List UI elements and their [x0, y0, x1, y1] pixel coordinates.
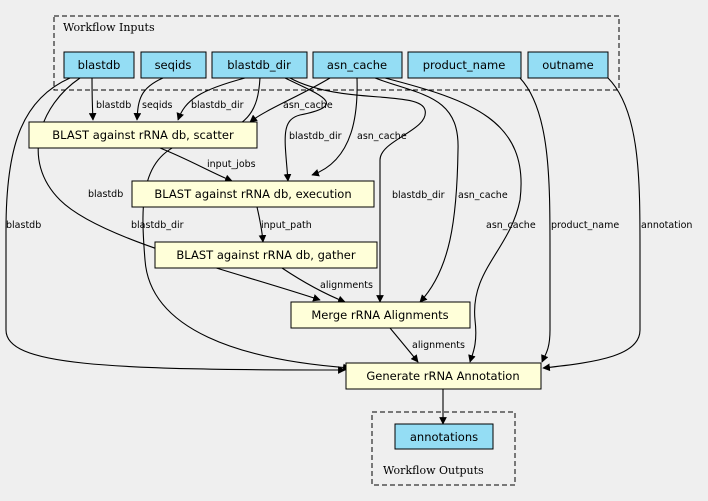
node-label: seqids: [155, 58, 192, 72]
step-node-blast-gather[interactable]: BLAST against rRNA db, gather: [154, 241, 378, 269]
node-label: blastdb: [78, 58, 121, 72]
edge-label-input-jobs: input_jobs: [207, 159, 256, 170]
input-node-product-name[interactable]: product_name: [407, 51, 522, 79]
node-label: Merge rRNA Alignments: [311, 308, 448, 322]
edge-label-asn-cache-4: asn_cache: [486, 220, 536, 231]
edge-label-asn-cache-3: asn_cache: [458, 190, 508, 201]
edge-outname-generate: [542, 77, 641, 372]
edge-label-product-name: product_name: [551, 220, 619, 231]
edge-label-blastdb-dir-3: blastdb_dir: [392, 190, 445, 201]
edge-label-blastdb-3: blastdb: [6, 220, 41, 231]
node-label: annotations: [410, 430, 478, 444]
edge-asncache-merge: [374, 77, 459, 303]
node-label: blastdb_dir: [227, 58, 291, 72]
edge-blastdb-merge: [37, 77, 321, 302]
edge-asncache-generate: [384, 77, 522, 363]
edge-asncache-scatter: [249, 77, 331, 123]
edge-label-blastdb-dir-4: blastdb_dir: [131, 220, 184, 231]
edge-label-asn-cache: asn_cache: [283, 100, 333, 111]
step-node-merge-alignments[interactable]: Merge rRNA Alignments: [290, 301, 471, 329]
edge-label-blastdb: blastdb: [96, 100, 131, 111]
node-label: asn_cache: [327, 58, 387, 72]
input-node-outname[interactable]: outname: [527, 51, 609, 79]
node-label: BLAST against rRNA db, execution: [154, 187, 351, 201]
workflow-inputs-cluster: Workflow Inputs: [53, 15, 620, 91]
edge-blastdbdir-execution: [283, 77, 327, 182]
edge-label-asn-cache-2: asn_cache: [357, 131, 407, 142]
node-label: BLAST against rRNA db, scatter: [52, 128, 234, 142]
edge-merge-generate: [389, 327, 419, 363]
node-label: Generate rRNA Annotation: [366, 369, 519, 383]
edges: [5, 77, 641, 425]
node-label: product_name: [423, 58, 506, 72]
edge-asncache-execution: [311, 77, 358, 177]
edge-label-alignments-2: alignments: [412, 340, 465, 351]
edge-label-annotation: annotation: [641, 220, 692, 231]
edge-seqids-scatter: [133, 77, 164, 121]
input-node-asn-cache[interactable]: asn_cache: [312, 51, 403, 79]
workflow-inputs-title: Workflow Inputs: [63, 21, 155, 34]
input-node-blastdb-dir[interactable]: blastdb_dir: [211, 51, 308, 79]
input-node-seqids[interactable]: seqids: [140, 51, 207, 79]
workflow-outputs-cluster: Workflow Outputs: [371, 411, 516, 486]
edge-label-input-path: input_path: [261, 220, 312, 231]
node-label: outname: [542, 58, 593, 72]
edge-label-blastdb-dir-2: blastdb_dir: [289, 131, 342, 142]
edge-productname-generate: [519, 77, 551, 363]
edge-blastdbdir-merge: [289, 77, 426, 303]
workflow-outputs-title: Workflow Outputs: [383, 464, 484, 477]
edge-blastdb-scatter: [88, 77, 97, 121]
edge-labels: blastdb seqids blastdb_dir asn_cache inp…: [6, 100, 692, 351]
input-node-blastdb[interactable]: blastdb: [63, 51, 135, 79]
step-node-generate-annotation[interactable]: Generate rRNA Annotation: [345, 362, 542, 390]
edge-blastdb-generate: [5, 77, 346, 374]
edge-gather-merge: [281, 267, 346, 303]
edge-label-alignments: alignments: [320, 280, 373, 291]
edge-label-seqids: seqids: [142, 100, 172, 111]
output-node-annotations[interactable]: annotations: [394, 423, 494, 450]
step-node-blast-scatter[interactable]: BLAST against rRNA db, scatter: [28, 121, 258, 149]
node-label: BLAST against rRNA db, gather: [176, 248, 355, 262]
edge-execution-gather: [256, 206, 267, 243]
edge-label-blastdb-2: blastdb: [88, 189, 123, 200]
edge-blastdbdir-scatter: [176, 77, 246, 121]
step-node-blast-execution[interactable]: BLAST against rRNA db, execution: [131, 180, 375, 208]
edge-label-blastdb-dir: blastdb_dir: [191, 100, 244, 111]
